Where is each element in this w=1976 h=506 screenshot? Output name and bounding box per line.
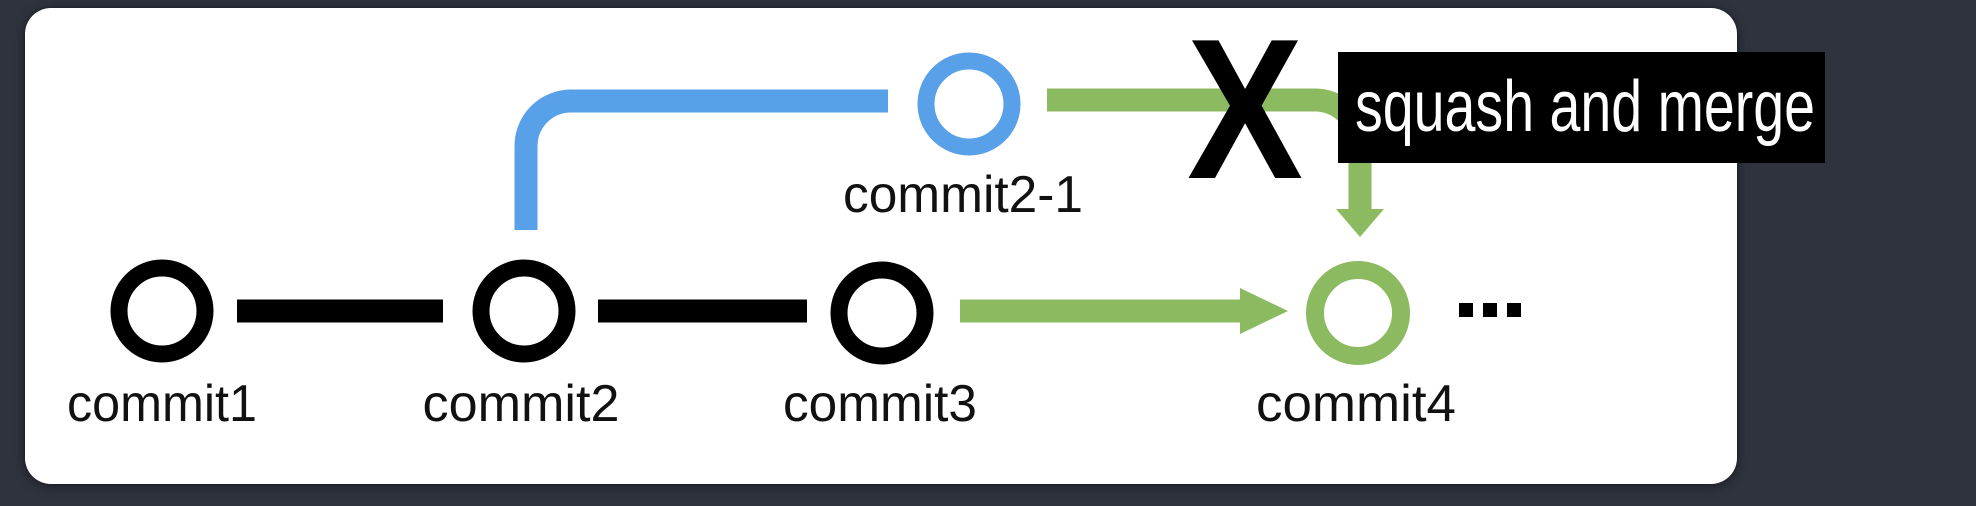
- ellipsis-dot: [1507, 303, 1521, 317]
- commit2-label: commit2: [423, 375, 620, 433]
- merge-arrow: [960, 288, 1288, 334]
- merge-arrowhead: [1240, 288, 1288, 334]
- commit1-node: [110, 259, 214, 363]
- commit3-label: commit3: [783, 375, 977, 433]
- ellipsis: [1459, 303, 1521, 317]
- annotation-box: [1338, 52, 1825, 163]
- commit2-1-node: [917, 52, 1021, 156]
- ellipsis-dot: [1483, 303, 1497, 317]
- commit4-node: [1306, 261, 1410, 365]
- ellipsis-dot: [1459, 303, 1473, 317]
- feature-branch-line: [514, 89, 888, 230]
- commit1-label: commit1: [67, 375, 257, 433]
- annotation-label: squash and merge: [1355, 67, 1815, 147]
- commit2-node: [472, 259, 576, 363]
- blocked-x-marker: X: [1187, 0, 1303, 221]
- commit4-label: commit4: [1256, 375, 1456, 433]
- commit2-1-label: commit2-1: [843, 166, 1083, 224]
- commit3-node: [830, 261, 934, 365]
- squash-merge-arrowhead: [1336, 209, 1384, 237]
